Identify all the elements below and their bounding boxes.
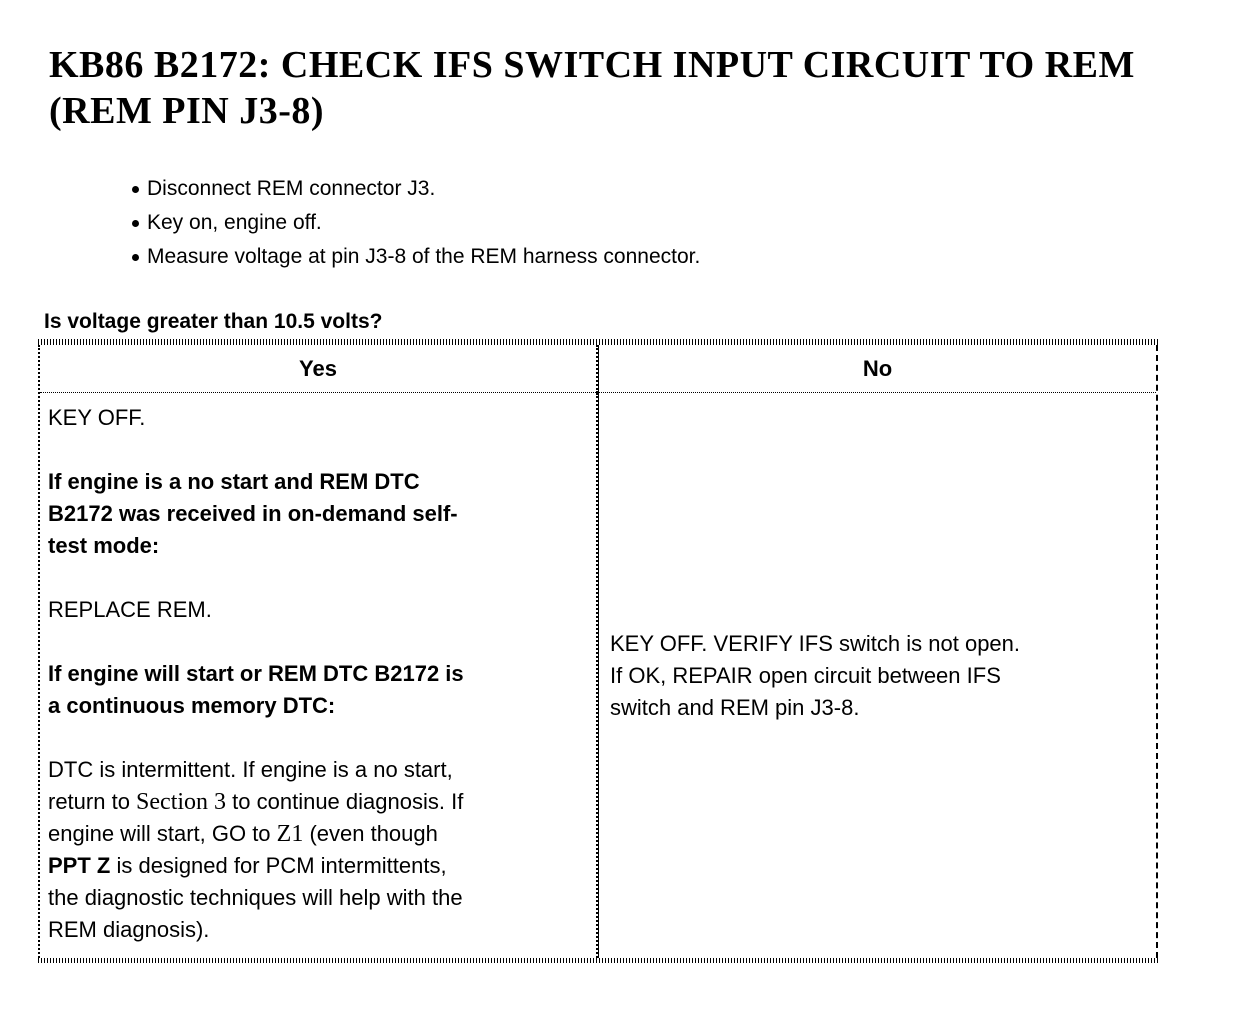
text-run: PPT Z: [48, 853, 111, 878]
table-bottom-border: [38, 958, 1158, 963]
text-run: B2172 was received in on-demand self-: [48, 501, 458, 526]
text-line: PPT Z is designed for PCM intermittents,: [48, 850, 590, 882]
list-item: Key on, engine off.: [132, 206, 1248, 240]
text-run: is designed for PCM intermittents,: [110, 853, 447, 878]
text-run: a continuous memory DTC:: [48, 693, 336, 718]
text-run: switch and REM pin J3-8.: [610, 694, 860, 720]
page-title-line-1: KB86 B2172: CHECK IFS SWITCH INPUT CIRCU…: [49, 44, 1135, 86]
step-text: Disconnect REM connector J3.: [147, 177, 436, 200]
text-line: If OK, REPAIR open circuit between IFS: [610, 660, 1136, 692]
section-3-link[interactable]: Section 3: [136, 789, 227, 815]
text-line: switch and REM pin J3-8.: [610, 692, 1136, 724]
text-line: return to Section 3 to continue diagnosi…: [48, 786, 590, 818]
text-line: [48, 722, 590, 754]
step-text: Key on, engine off.: [147, 211, 322, 234]
procedure-steps: Disconnect REM connector J3. Key on, eng…: [132, 172, 1248, 274]
text-line: test mode:: [48, 530, 590, 562]
text-run: If OK, REPAIR open circuit between IFS: [610, 662, 1001, 688]
text-run: If engine will start or REM DTC B2172 is: [48, 661, 464, 686]
text-run: If engine is a no start and REM DTC: [48, 469, 420, 494]
text-line: engine will start, GO to Z1 (even though: [48, 818, 590, 850]
bullet-icon: [132, 254, 139, 261]
text-run: to continue diagnosis. If: [226, 789, 464, 814]
text-run: KEY OFF. VERIFY IFS switch is not open.: [610, 630, 1021, 656]
decision-question: Is voltage greater than 10.5 volts?: [44, 310, 383, 333]
bullet-icon: [132, 186, 139, 193]
text-run: (even though: [303, 821, 438, 846]
page-title: KB86 B2172: CHECK IFS SWITCH INPUT CIRCU…: [0, 0, 1248, 134]
text-run: REPLACE REM.: [48, 597, 212, 622]
text-line: If engine will start or REM DTC B2172 is: [48, 658, 590, 690]
yes-cell: KEY OFF. If engine is a no start and REM …: [40, 393, 598, 958]
decision-table: Yes No KEY OFF. If engine is a no start a…: [38, 339, 1158, 963]
text-run: REM diagnosis).: [48, 917, 210, 942]
text-line: [48, 562, 590, 594]
list-item: Disconnect REM connector J3.: [132, 172, 1248, 206]
text-run: KEY OFF.: [48, 405, 146, 430]
text-line: KEY OFF. VERIFY IFS switch is not open.: [610, 628, 1136, 660]
text-run: return to: [48, 789, 137, 814]
page-title-line-2: (REM PIN J3-8): [49, 90, 325, 132]
text-run: test mode:: [48, 533, 160, 558]
text-line: [48, 626, 590, 658]
text-line: a continuous memory DTC:: [48, 690, 590, 722]
text-line: DTC is intermittent. If engine is a no s…: [48, 754, 590, 786]
text-run: DTC is intermittent. If engine is a no s…: [48, 757, 453, 782]
no-cell: KEY OFF. VERIFY IFS switch is not open. I…: [598, 393, 1156, 958]
text-line: the diagnostic techniques will help with…: [48, 882, 590, 914]
text-line: KEY OFF.: [48, 402, 590, 434]
text-line: [48, 434, 590, 466]
text-line: B2172 was received in on-demand self-: [48, 498, 590, 530]
table-top-border: [38, 339, 1158, 345]
text-line: REPLACE REM.: [48, 594, 590, 626]
text-line: If engine is a no start and REM DTC: [48, 466, 590, 498]
z1-link[interactable]: Z1: [276, 821, 304, 847]
bullet-icon: [132, 220, 139, 227]
step-text: Measure voltage at pin J3-8 of the REM h…: [147, 245, 701, 268]
text-line: REM diagnosis).: [48, 914, 590, 946]
list-item: Measure voltage at pin J3-8 of the REM h…: [132, 240, 1248, 274]
yes-column-header: Yes: [40, 345, 598, 393]
text-run: the diagnostic techniques will help with…: [48, 885, 463, 910]
no-column-header: No: [598, 345, 1156, 393]
table-grid: Yes No KEY OFF. If engine is a no start a…: [38, 345, 1158, 958]
text-run: engine will start, GO to: [48, 821, 277, 846]
